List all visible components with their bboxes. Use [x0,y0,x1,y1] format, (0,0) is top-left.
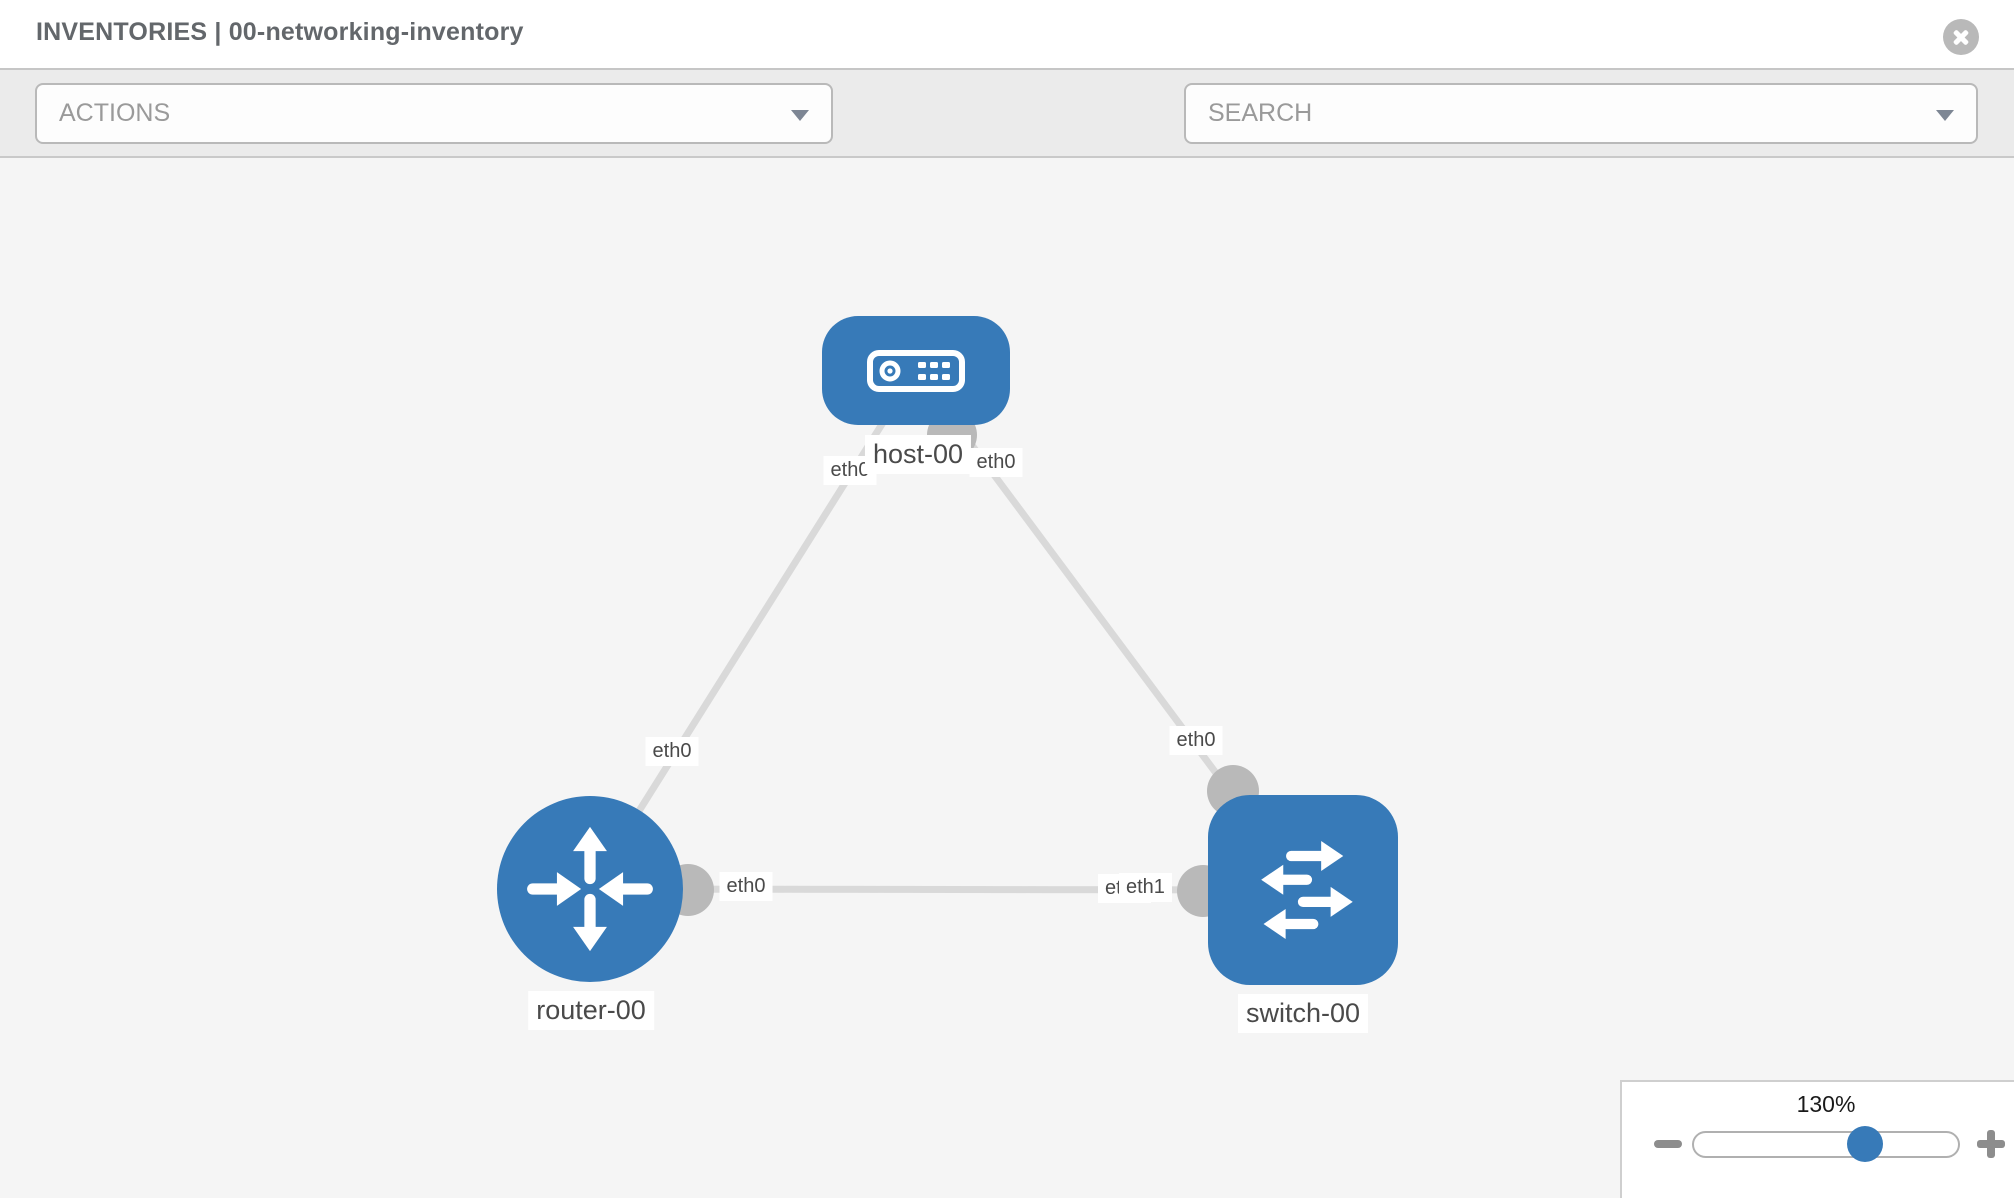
chevron-down-icon [791,110,809,121]
plus-icon[interactable] [1977,1130,2005,1158]
chevron-down-icon [1936,110,1954,121]
if-label-router-eth0-horizontal: eth0 [719,872,773,901]
if-label-router-eth0-diagonal: eth0 [645,737,699,766]
toolbar: ACTIONS SEARCH [0,70,2014,205]
search-dropdown-label: SEARCH [1208,99,1313,127]
page-title: INVENTORIES | 00-networking-inventory [36,18,524,46]
node-router-00[interactable] [497,796,683,982]
server-icon [867,349,965,392]
node-label-host-00: host-00 [864,435,972,474]
panel-header: INVENTORIES | 00-networking-inventory [0,0,2014,70]
node-label-switch-00: switch-00 [1237,994,1369,1033]
router-arrows-icon [527,826,653,952]
zoom-slider-track[interactable] [1692,1131,1960,1158]
node-switch-00[interactable] [1208,795,1398,985]
if-label-switch-eth0: eth0 [1169,726,1223,755]
zoom-level-value: 130% [1796,1091,1856,1117]
plus-icon-bar [1987,1130,1995,1158]
node-label-router-00: router-00 [528,991,654,1030]
switch-arrows-icon [1261,841,1353,939]
zoom-control-panel: 130% [1620,1080,2014,1198]
actions-dropdown-label: ACTIONS [59,99,171,127]
search-dropdown[interactable]: SEARCH [1184,83,1978,144]
zoom-slider-thumb[interactable] [1847,1126,1883,1162]
node-host-00[interactable] [822,316,1010,425]
minus-icon[interactable] [1654,1140,1682,1148]
actions-dropdown[interactable]: ACTIONS [35,83,833,144]
topology-canvas[interactable]: eth0 eth0 eth0 eth0 eth0 eth0 eth1 host-… [0,158,2014,1198]
if-label-switch-eth1: eth1 [1119,873,1172,902]
topology-links-layer [587,367,1306,917]
if-label-host-eth0-right: eth0 [969,448,1023,477]
close-icon[interactable] [1943,19,1979,55]
